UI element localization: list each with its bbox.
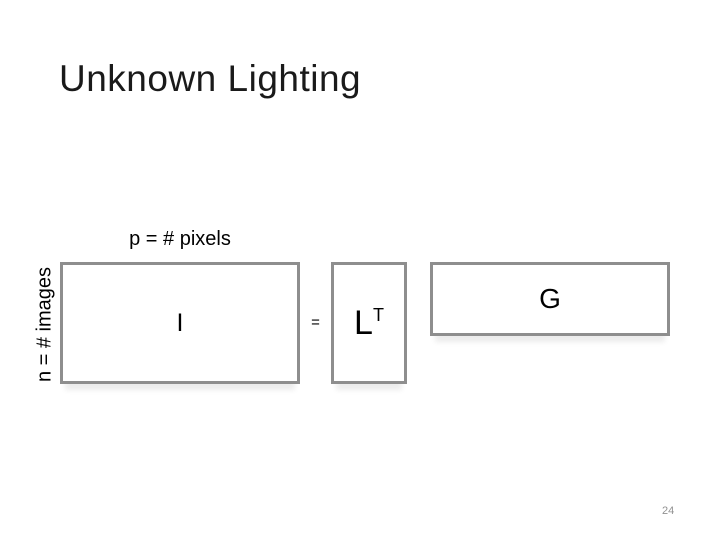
lighting-matrix-label-superscript: T [372,305,384,325]
geometry-matrix-label: G [539,283,561,314]
image-matrix-label: I [176,308,184,337]
geometry-matrix-box: G [430,262,670,336]
page-number: 24 [662,505,675,517]
pixels-dimension-label: p = # pixels [129,228,231,250]
image-matrix-box: I [60,262,300,384]
lighting-matrix-label: LT [354,306,384,340]
slide-title: Unknown Lighting [59,58,362,99]
lighting-matrix-box: LT [331,262,407,384]
images-dimension-label: n = # images [33,266,56,383]
lighting-matrix-label-base: L [354,304,373,342]
equals-sign: = [311,314,320,331]
